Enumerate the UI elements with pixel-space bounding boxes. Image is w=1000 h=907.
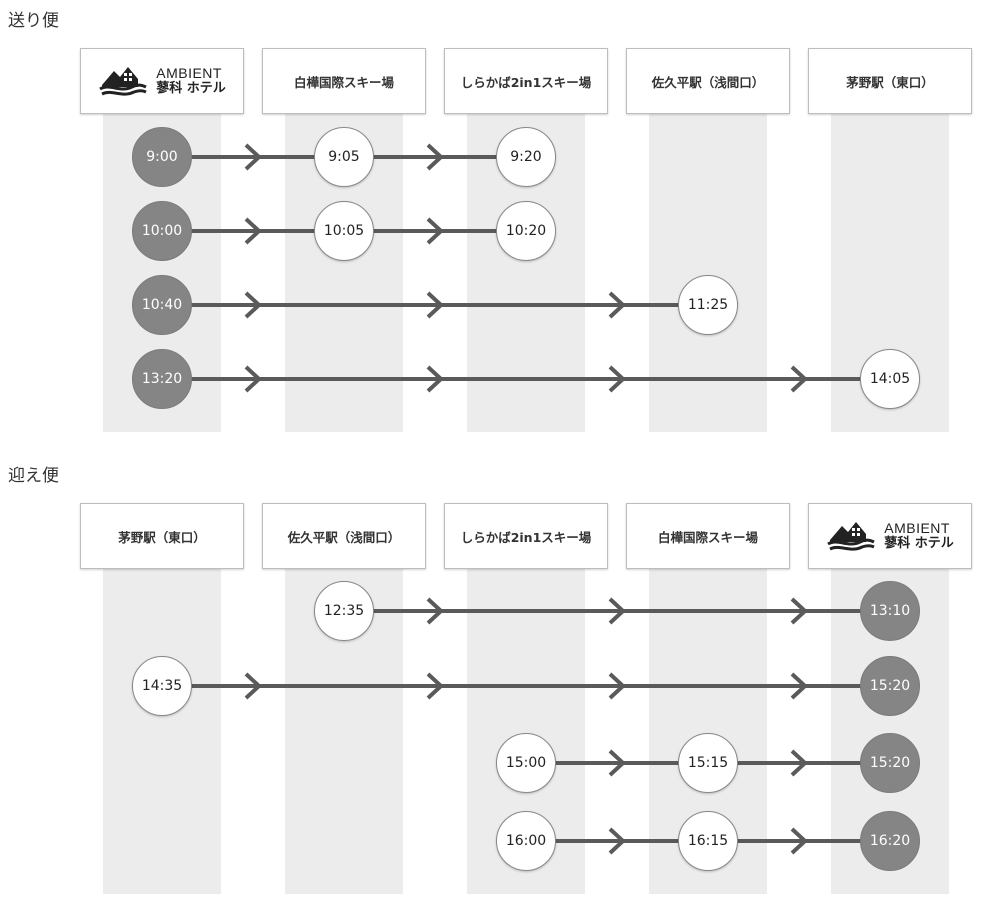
stop-header-label: 茅野駅（東口） — [846, 74, 934, 90]
stop-header-label: 白樺国際スキー場 — [293, 74, 394, 90]
chevron-right-icon — [426, 597, 444, 625]
chevron-right-icon — [790, 827, 808, 855]
time-node: 10:40 — [132, 275, 192, 335]
time-node: 10:05 — [314, 201, 374, 261]
hotel-brand-name: AMBIENT — [156, 65, 222, 82]
chevron-right-icon — [608, 597, 626, 625]
chevron-right-icon — [244, 291, 262, 319]
chevron-right-icon — [426, 291, 444, 319]
chevron-right-icon — [244, 365, 262, 393]
hotel-brand-name: AMBIENT — [884, 520, 950, 537]
chevron-right-icon — [426, 672, 444, 700]
hotel-mountain-logo-icon — [99, 67, 147, 96]
inbound-section-title: 迎え便 — [8, 466, 59, 486]
chevron-right-icon — [608, 291, 626, 319]
time-node: 10:00 — [132, 201, 192, 261]
stop-header-label: 茅野駅（東口） — [118, 529, 206, 545]
route-line — [344, 609, 890, 613]
time-node: 16:00 — [496, 811, 556, 871]
chevron-right-icon — [790, 749, 808, 777]
time-node: 15:20 — [860, 733, 920, 793]
time-node: 12:35 — [314, 581, 374, 641]
chevron-right-icon — [790, 365, 808, 393]
chevron-right-icon — [608, 827, 626, 855]
chevron-right-icon — [426, 217, 444, 245]
stop-header: 茅野駅（東口） — [808, 48, 972, 114]
time-node: 15:00 — [496, 733, 556, 793]
stop-header: 茅野駅（東口） — [80, 503, 244, 569]
chevron-right-icon — [608, 749, 626, 777]
stop-header-label: しらかば2in1スキー場 — [460, 529, 592, 545]
chevron-right-icon — [426, 365, 444, 393]
hotel-sub-name: 蓼科 ホテル — [884, 535, 954, 551]
time-node: 10:20 — [496, 201, 556, 261]
time-node: 13:10 — [860, 581, 920, 641]
chevron-right-icon — [426, 143, 444, 171]
time-node: 9:05 — [314, 127, 374, 187]
stop-header: しらかば2in1スキー場 — [444, 503, 608, 569]
chevron-right-icon — [608, 365, 626, 393]
time-node: 15:20 — [860, 656, 920, 716]
stop-header-label: 佐久平駅（浅間口） — [651, 74, 765, 90]
time-node: 14:35 — [132, 656, 192, 716]
time-node: 14:05 — [860, 349, 920, 409]
chevron-right-icon — [244, 217, 262, 245]
hotel-mountain-logo-icon — [827, 522, 875, 551]
time-node: 15:15 — [678, 733, 738, 793]
stop-header: 白樺国際スキー場 — [262, 48, 426, 114]
route-line — [162, 684, 890, 688]
hotel-sub-name: 蓼科 ホテル — [156, 80, 226, 96]
stop-header-label: 佐久平駅（浅間口） — [287, 529, 401, 545]
stop-header-label: しらかば2in1スキー場 — [460, 74, 592, 90]
route-line — [162, 377, 890, 381]
stop-header-label: 白樺国際スキー場 — [657, 529, 758, 545]
time-node: 13:20 — [132, 349, 192, 409]
chevron-right-icon — [244, 672, 262, 700]
stop-header: 佐久平駅（浅間口） — [626, 48, 790, 114]
time-node: 11:25 — [678, 275, 738, 335]
chevron-right-icon — [608, 672, 626, 700]
stop-header: 佐久平駅（浅間口） — [262, 503, 426, 569]
chevron-right-icon — [790, 672, 808, 700]
stop-header: しらかば2in1スキー場 — [444, 48, 608, 114]
chevron-right-icon — [244, 143, 262, 171]
column-background — [649, 114, 767, 432]
time-node: 9:00 — [132, 127, 192, 187]
column-background — [103, 569, 221, 894]
route-line — [162, 303, 708, 307]
stop-header: 白樺国際スキー場 — [626, 503, 790, 569]
time-node: 16:15 — [678, 811, 738, 871]
time-node: 9:20 — [496, 127, 556, 187]
time-node: 16:20 — [860, 811, 920, 871]
chevron-right-icon — [790, 597, 808, 625]
outbound-section-title: 送り便 — [8, 11, 59, 31]
